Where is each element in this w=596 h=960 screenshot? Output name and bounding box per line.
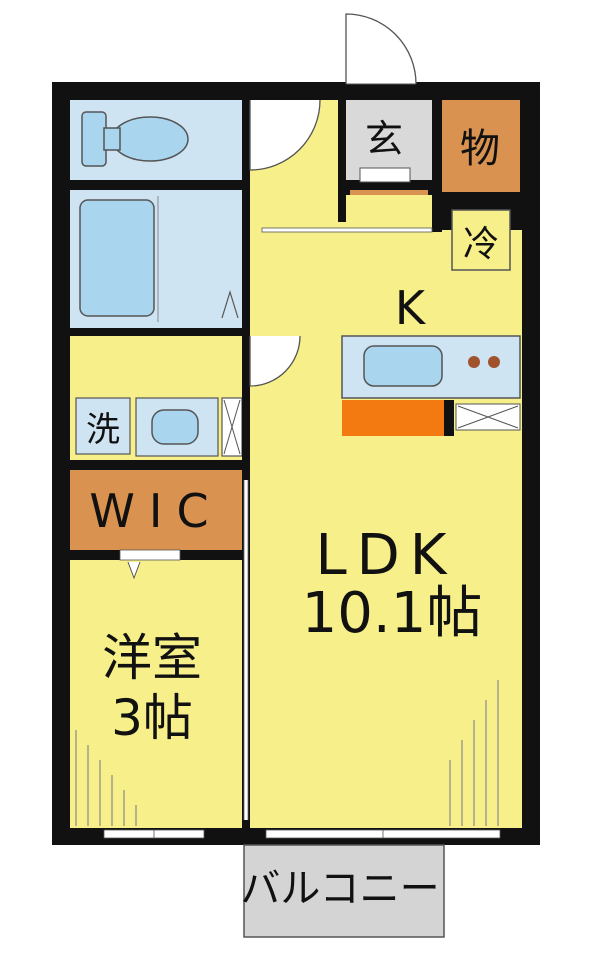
western-room [70, 560, 242, 828]
shoe-box [359, 167, 411, 183]
western-light-hatch [75, 730, 137, 826]
fridge-space [451, 209, 511, 271]
balcony-label: バルコニー [240, 866, 439, 912]
wic-label: WIC [89, 484, 222, 538]
kitchen-sink [363, 345, 443, 387]
wall-genkan-bottom [338, 180, 442, 190]
wall-bath-wash [62, 328, 250, 336]
entrance-label: 玄 [365, 117, 403, 161]
balcony [243, 844, 445, 938]
stove-burner-1 [468, 356, 480, 368]
ldk-room [250, 230, 522, 828]
western-size-label: 3帖 [111, 689, 193, 747]
storage-label: 物 [460, 126, 500, 172]
wic-door-gap [119, 549, 181, 561]
ldk-size-label: 10.1帖 [302, 581, 483, 646]
ldk-name-label: LDK [315, 523, 456, 588]
laundry-label: 洗 [86, 410, 120, 450]
wall-genkan-right [432, 82, 442, 232]
laundry-box [75, 397, 131, 455]
kitchen-label: K [395, 281, 427, 335]
toilet-tank [81, 111, 107, 167]
bathtub [79, 199, 155, 317]
wall-genkan-left [338, 82, 346, 222]
bath-door-mark [221, 289, 239, 319]
wash-basin [151, 409, 199, 445]
wall-storage-bottom [432, 192, 540, 202]
ldk-light-hatch [449, 680, 499, 826]
toilet-neck [103, 127, 121, 151]
toilet-door [249, 99, 321, 171]
stove-burner-2 [488, 356, 500, 368]
wash-door [249, 335, 301, 387]
toilet-bowl [111, 116, 189, 162]
fridge-label: 冷 [463, 224, 499, 265]
storage-room [440, 100, 520, 192]
wall-toilet-bath [62, 180, 250, 190]
genkan-threshold [261, 227, 433, 233]
kitchen-cabinet-dark [444, 400, 454, 436]
front-door [345, 13, 417, 85]
western-name-label: 洋室 [102, 629, 202, 687]
kitchen-orange-cabinet [342, 400, 444, 436]
wall-wash-wic [62, 460, 250, 470]
wic-room [70, 470, 242, 550]
